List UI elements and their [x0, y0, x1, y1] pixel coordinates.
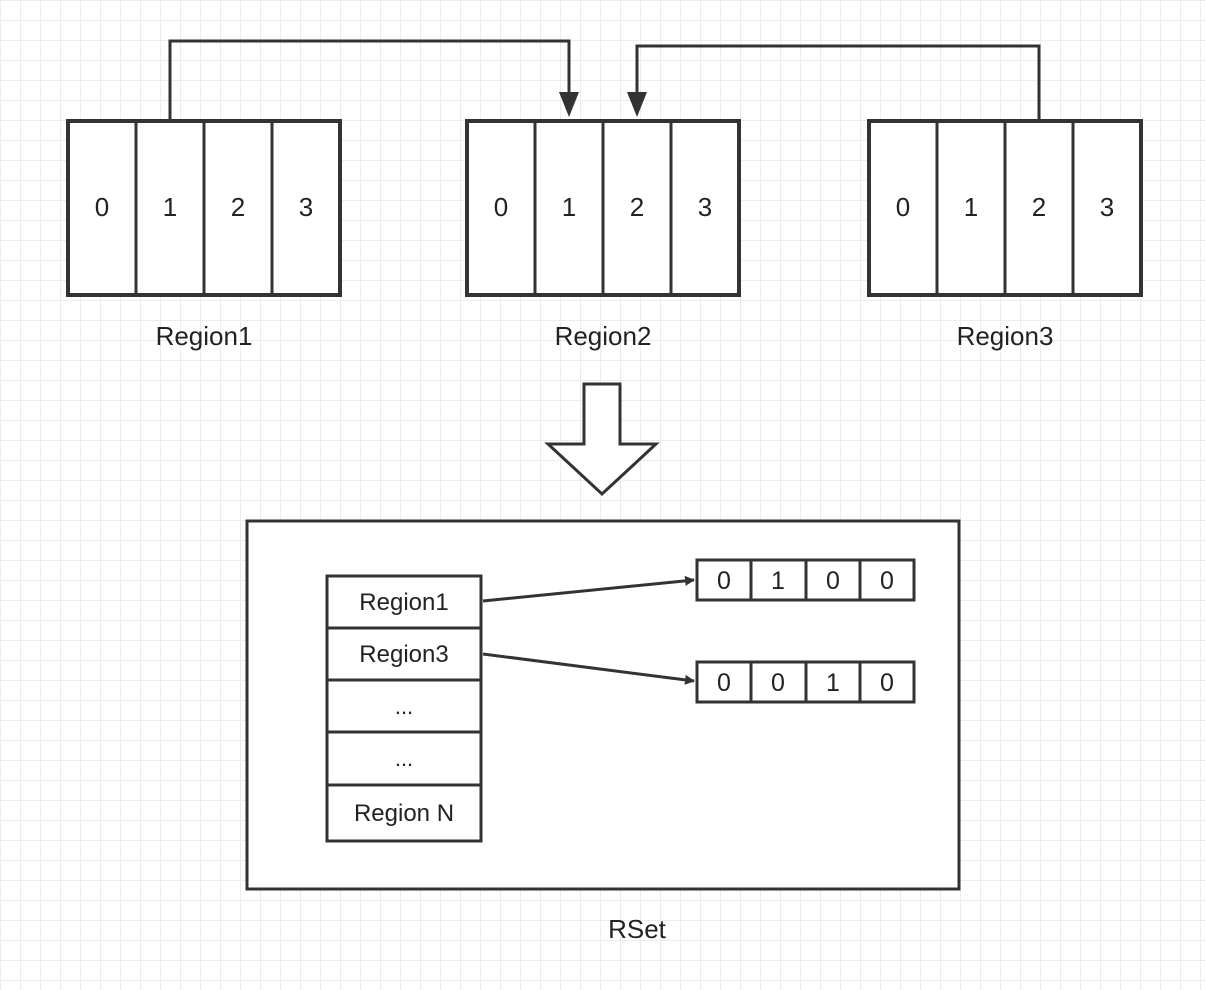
bitmap-bit: 1	[771, 567, 785, 595]
region-2-label: Region2	[555, 321, 652, 351]
region-3-label: Region3	[957, 321, 1054, 351]
region-3-card-3: 3	[1100, 192, 1114, 222]
region-3-card-1: 1	[964, 192, 978, 222]
bitmap-bit: 1	[826, 669, 840, 697]
down-arrow-icon	[544, 382, 660, 497]
arrowhead-icon	[627, 92, 647, 117]
rset-table-box	[325, 574, 483, 843]
rset-table-row: Region1	[359, 589, 448, 616]
region-1-card-1: 1	[163, 192, 177, 222]
card-bitmap-region1: 0 1 0 0	[695, 558, 916, 602]
region-3-card-0: 0	[896, 192, 910, 222]
rset-table-row: ...	[395, 694, 413, 719]
region-1-label: Region1	[156, 321, 253, 351]
bitmap-bit: 0	[880, 669, 894, 697]
card-bitmap-region3: 0 0 1 0	[695, 660, 916, 704]
region-3: 0 1 2 3 Region3	[867, 119, 1143, 351]
reference-arrow-region3-to-region2	[635, 44, 1041, 119]
rset-table-row: Region3	[359, 641, 448, 668]
bitmap-bit: 0	[826, 567, 840, 595]
arrowhead-icon	[559, 92, 579, 117]
region-2-card-0: 0	[494, 192, 508, 222]
region-3-card-2: 2	[1032, 192, 1046, 222]
region-2-card-1: 1	[562, 192, 576, 222]
pointer-arrow-region1	[482, 575, 695, 603]
bitmap-bit: 0	[717, 669, 731, 697]
rset-table-row: Region N	[354, 800, 454, 827]
bitmap-bit: 0	[771, 669, 785, 697]
rset-label: RSet	[608, 914, 667, 944]
reference-arrow-region1-to-region2	[168, 39, 571, 119]
rset-table-row: ...	[395, 746, 413, 771]
region-1-card-2: 2	[231, 192, 245, 222]
region-1-card-3: 3	[299, 192, 313, 222]
rset-table: Region1 Region3 ... ... Region N	[325, 574, 483, 843]
bitmap-bit: 0	[717, 567, 731, 595]
region-1: 0 1 2 3 Region1	[66, 119, 342, 351]
pointer-arrow-region3	[482, 652, 695, 685]
region-2: 0 1 2 3 Region2	[465, 119, 741, 351]
region-1-card-0: 0	[95, 192, 109, 222]
bitmap-bit: 0	[880, 567, 894, 595]
region-2-card-2: 2	[630, 192, 644, 222]
region-2-card-3: 3	[698, 192, 712, 222]
